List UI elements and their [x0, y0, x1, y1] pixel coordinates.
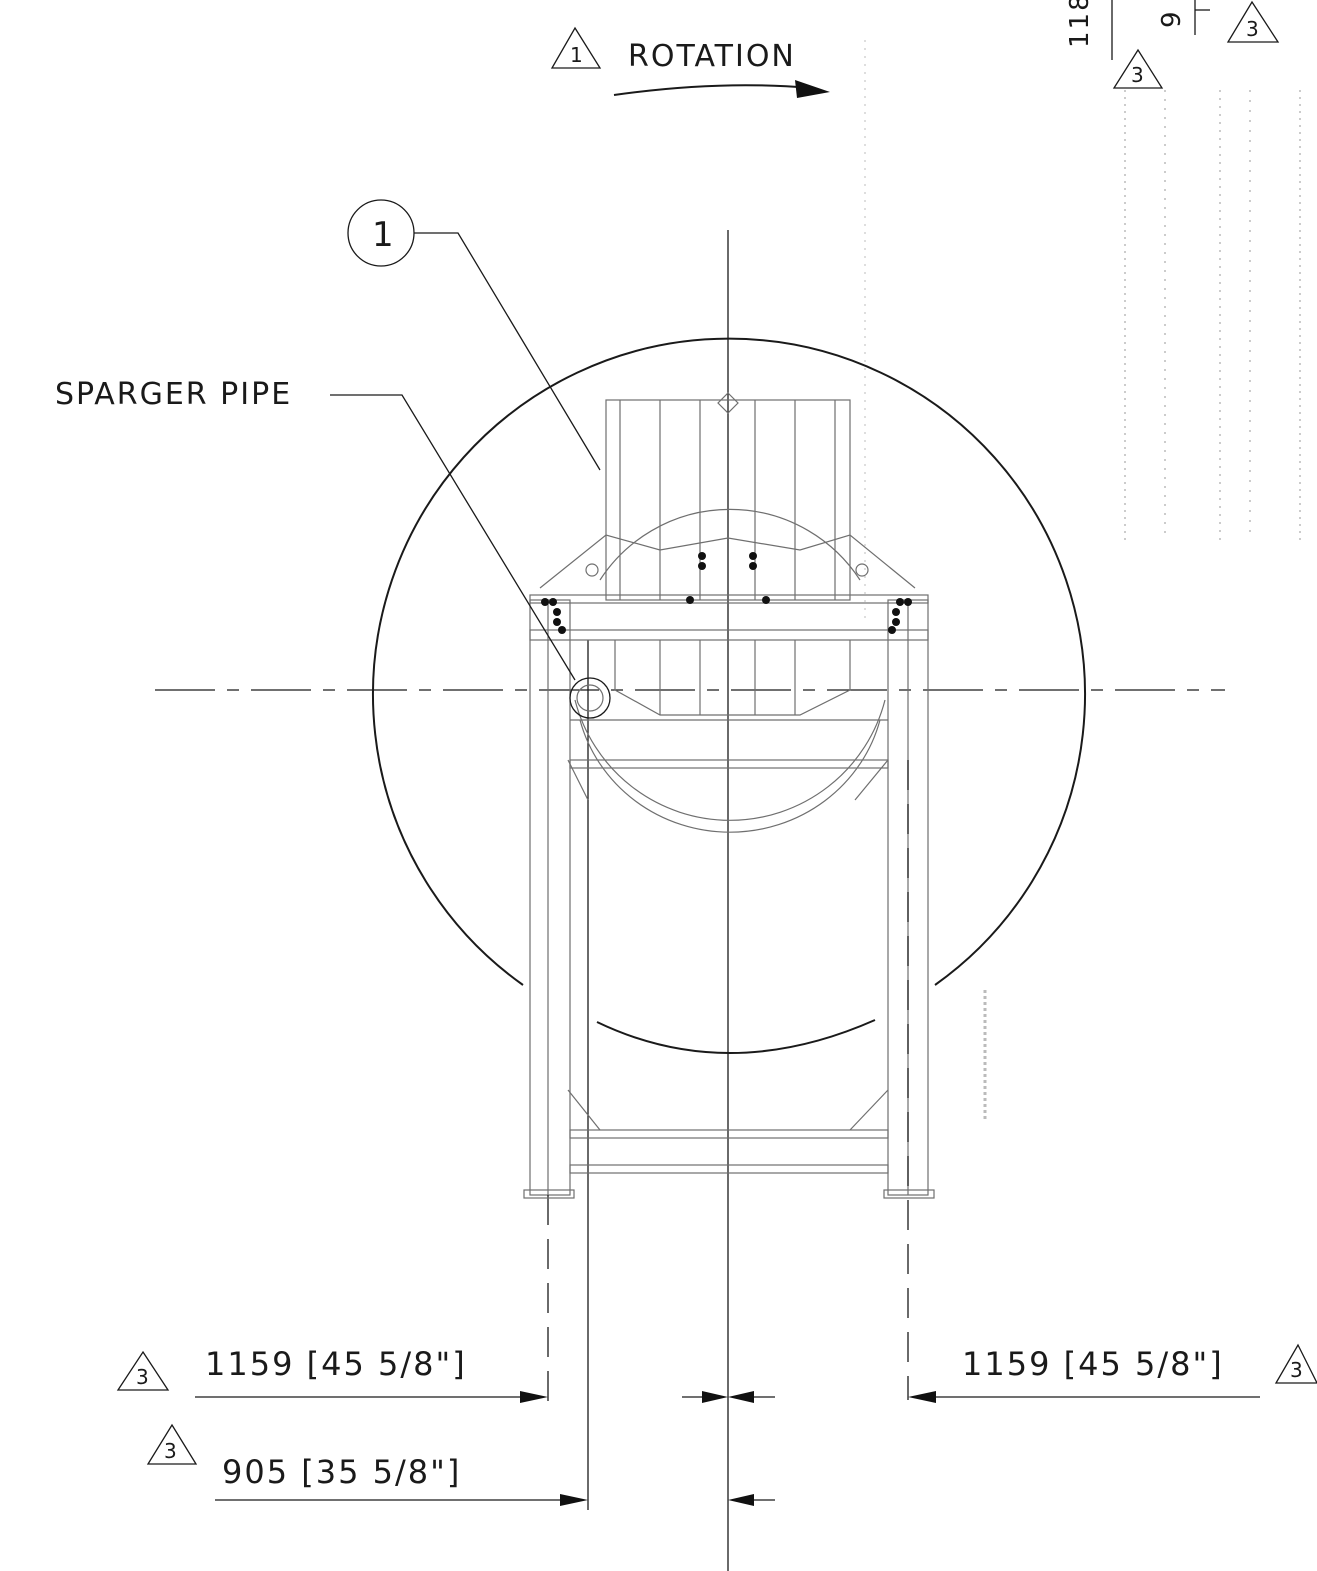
revision-triangle-icon: 3	[116, 1350, 170, 1391]
rotation-label-group: 1 ROTATION	[550, 26, 830, 98]
rotation-label: ROTATION	[628, 39, 796, 74]
svg-text:1: 1	[570, 43, 585, 67]
sparger-pipe-callout: SPARGER PIPE	[55, 377, 576, 681]
svg-text:3: 3	[1246, 17, 1261, 41]
dim-left-1159: 1159 [45 5/8"]	[205, 1345, 467, 1383]
scan-noise	[864, 40, 1301, 1120]
centerlines	[155, 230, 1225, 1571]
revision-triangle-icon: 3	[1226, 0, 1280, 43]
revision-triangle-icon: 1	[550, 26, 602, 69]
cross-members	[529, 594, 929, 1174]
corner-dimension: 118 9 3 3	[1065, 0, 1280, 89]
sparger-pipe-label: SPARGER PIPE	[55, 377, 292, 412]
dimension-left-outer: 3 1159 [45 5/8"]	[116, 1345, 548, 1403]
rotation-arrow-icon	[613, 84, 811, 96]
bolt-clusters	[541, 552, 912, 634]
svg-text:3: 3	[1290, 1358, 1305, 1382]
chute-body	[539, 392, 916, 716]
rotation-circle	[372, 337, 1086, 986]
centerline-dim-arrows	[682, 1391, 775, 1506]
item-balloon: 1	[347, 199, 601, 471]
revision-triangle-icon: 3	[1274, 1343, 1317, 1384]
revision-triangle-icon: 3	[1112, 48, 1164, 89]
corner-dim-118: 118	[1065, 0, 1095, 48]
dim-right-1159: 1159 [45 5/8"]	[962, 1345, 1224, 1383]
dimension-right-outer: 1159 [45 5/8"] 3	[908, 1343, 1317, 1403]
inner-drum	[574, 508, 886, 833]
sparger-pipe	[569, 677, 611, 719]
dim-left-905: 905 [35 5/8"]	[222, 1453, 461, 1491]
svg-text:3: 3	[164, 1439, 179, 1463]
svg-text:3: 3	[1131, 63, 1146, 87]
corner-dim-9: 9	[1157, 9, 1187, 28]
item-balloon-number: 1	[372, 215, 396, 255]
svg-text:3: 3	[136, 1365, 151, 1389]
dimension-left-inner: 3 905 [35 5/8"]	[146, 1423, 588, 1506]
revision-triangle-icon: 3	[146, 1423, 198, 1465]
frame-left	[523, 599, 601, 1510]
